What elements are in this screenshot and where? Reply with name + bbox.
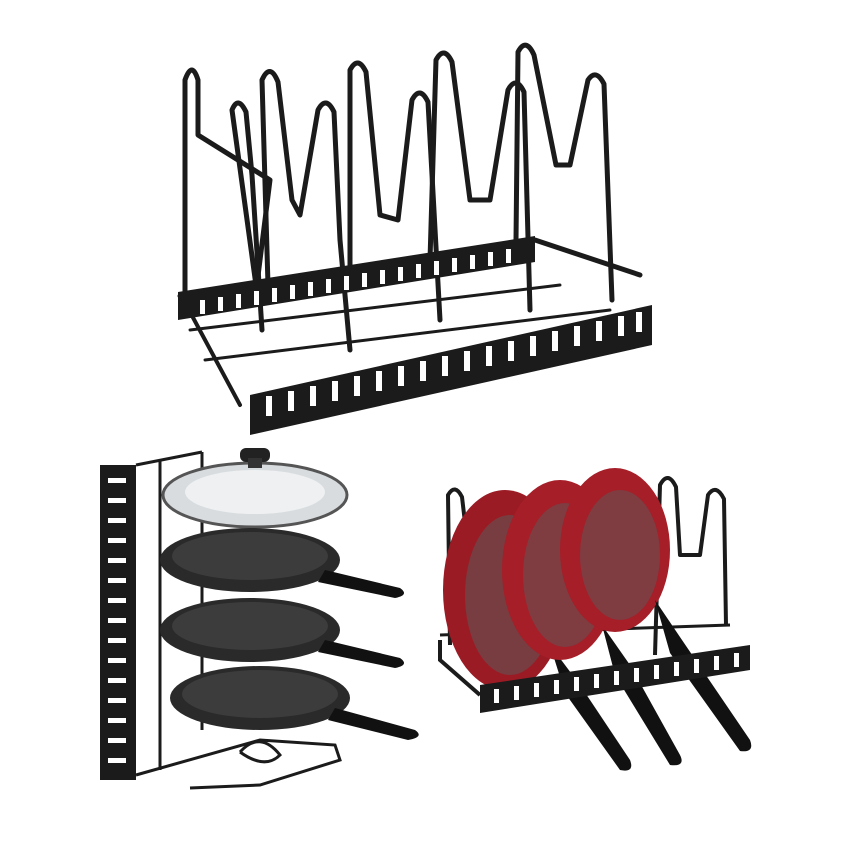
rack-inner-rail — [188, 283, 562, 332]
rack-back-panel — [178, 236, 535, 320]
glass-lid — [161, 448, 349, 529]
wire-divider — [182, 67, 273, 303]
frying-pan — [160, 528, 404, 598]
rack-front-panel — [480, 645, 750, 713]
wire-divider — [229, 100, 265, 333]
rack-vertical-with-pans — [100, 448, 419, 790]
frying-pan — [160, 598, 404, 668]
rack-front-panel — [250, 305, 652, 435]
rack-inner-rail — [203, 308, 612, 362]
rack-horizontal-with-red-pans — [438, 468, 752, 771]
wire-divider — [653, 476, 728, 656]
base-wire — [135, 738, 342, 790]
rack-top-view — [177, 42, 652, 435]
wire-divider — [513, 42, 615, 303]
frying-pan — [170, 666, 419, 740]
upright-panel — [100, 465, 136, 780]
wire-divider — [347, 60, 443, 323]
wire-divider — [259, 69, 353, 353]
